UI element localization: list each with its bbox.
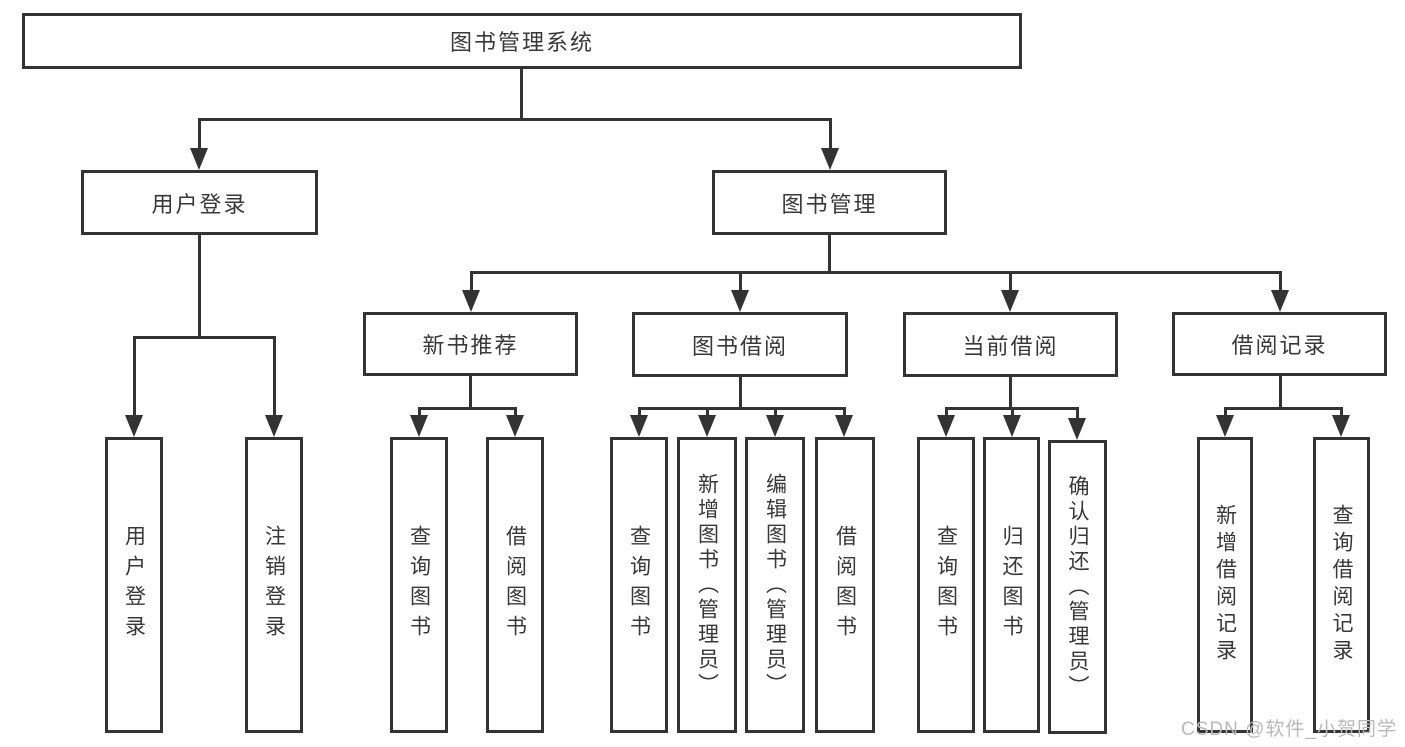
- arrow-down-icon: [506, 415, 524, 437]
- connector-line: [417, 407, 421, 417]
- connector-line: [1008, 271, 1012, 292]
- arrow-down-icon: [265, 415, 283, 437]
- connector-line: [705, 407, 709, 417]
- arrow-down-icon: [1068, 418, 1086, 440]
- connector-line: [738, 271, 742, 292]
- node-new-book-recommend: 新书推荐: [363, 312, 578, 376]
- arrow-down-icon: [766, 415, 784, 437]
- arrow-down-icon: [190, 148, 208, 170]
- connector-line: [198, 118, 832, 121]
- node-leaf-query-book-2: 查询图书: [610, 437, 668, 733]
- connector-line: [469, 271, 473, 292]
- connector-line: [773, 407, 777, 417]
- node-leaf-edit-book-admin: 编辑图书（管理员）: [745, 437, 805, 733]
- arrow-down-icon: [731, 290, 749, 312]
- node-book-management: 图书管理: [712, 170, 947, 235]
- connector-line: [1223, 407, 1227, 417]
- connector-line: [827, 234, 831, 274]
- node-leaf-query-borrow-record: 查询借阅记录: [1313, 437, 1370, 733]
- connector-line: [842, 407, 846, 417]
- connector-line: [738, 377, 742, 410]
- node-user-login: 用户登录: [81, 170, 318, 235]
- connector-line: [1278, 376, 1282, 410]
- node-leaf-logout: 注销登录: [245, 437, 303, 733]
- arrow-down-icon: [698, 415, 716, 437]
- node-book-borrow: 图书借阅: [632, 312, 848, 377]
- arrow-down-icon: [410, 415, 428, 437]
- node-leaf-borrow-book-2: 借阅图书: [815, 437, 875, 733]
- node-leaf-query-book-3: 查询图书: [917, 437, 975, 733]
- node-leaf-confirm-return-admin: 确认归还（管理员）: [1048, 440, 1107, 734]
- arrow-down-icon: [835, 415, 853, 437]
- connector-line: [828, 118, 832, 150]
- connector-line: [519, 68, 523, 121]
- connector-line: [944, 407, 948, 417]
- arrow-down-icon: [1003, 415, 1021, 437]
- connector-line: [197, 118, 201, 150]
- connector-line: [272, 336, 276, 417]
- node-leaf-add-borrow-record: 新增借阅记录: [1197, 437, 1253, 733]
- connector-line: [468, 376, 472, 410]
- connector-line: [637, 407, 641, 417]
- node-leaf-add-book-admin: 新增图书（管理员）: [677, 437, 737, 733]
- node-borrow-record: 借阅记录: [1172, 312, 1387, 376]
- connector-line: [1224, 407, 1343, 410]
- arrow-down-icon: [937, 415, 955, 437]
- arrow-down-icon: [1271, 290, 1289, 312]
- connector-line: [1008, 377, 1012, 410]
- arrow-down-icon: [821, 148, 839, 170]
- arrow-down-icon: [630, 415, 648, 437]
- connector-line: [197, 234, 201, 339]
- node-root: 图书管理系统: [22, 13, 1022, 69]
- connector-line: [132, 336, 136, 417]
- connector-line: [513, 407, 517, 417]
- connector-line: [1075, 407, 1079, 420]
- arrow-down-icon: [1001, 290, 1019, 312]
- node-leaf-return-book: 归还图书: [983, 437, 1040, 733]
- connector-line: [418, 407, 517, 410]
- connector-line: [133, 336, 276, 339]
- connector-line: [1339, 407, 1343, 417]
- arrow-down-icon: [1332, 415, 1350, 437]
- node-leaf-query-book-1: 查询图书: [390, 437, 448, 733]
- connector-line: [470, 271, 1282, 274]
- node-leaf-borrow-book-1: 借阅图书: [486, 437, 544, 733]
- connector-line: [1010, 407, 1014, 417]
- connector-line: [1278, 271, 1282, 292]
- arrow-down-icon: [125, 415, 143, 437]
- arrow-down-icon: [462, 290, 480, 312]
- connector-line: [638, 407, 846, 410]
- node-leaf-user-login: 用户登录: [105, 437, 163, 733]
- arrow-down-icon: [1216, 415, 1234, 437]
- node-current-borrow: 当前借阅: [903, 312, 1118, 377]
- csdn-watermark: CSDN @软件_小贺同学: [1181, 719, 1397, 740]
